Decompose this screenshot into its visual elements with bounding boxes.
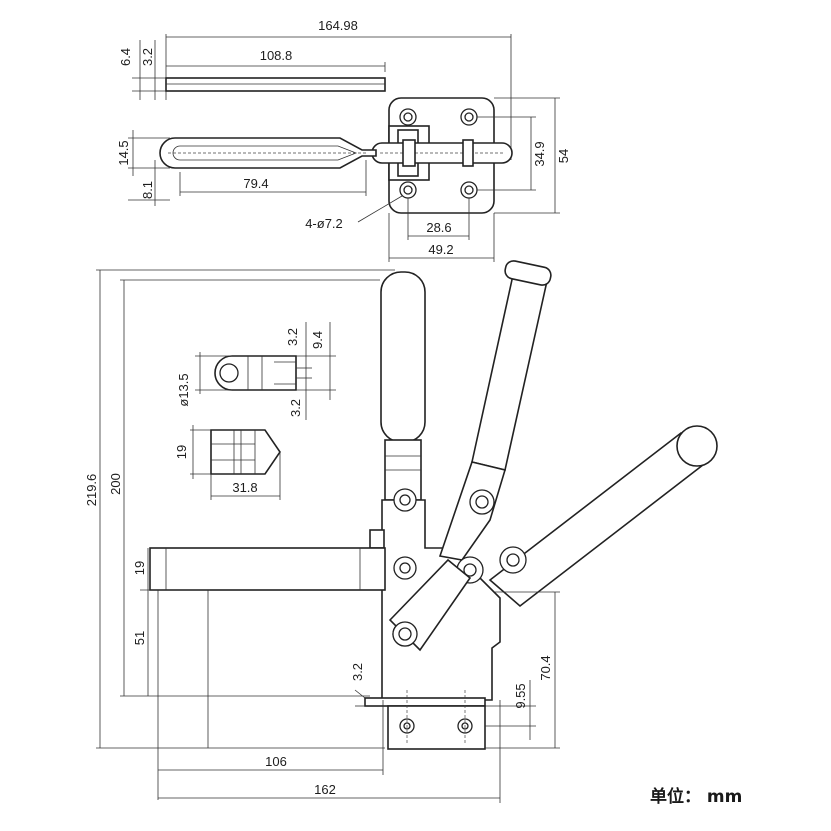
dim-arm-height: 19 bbox=[132, 561, 147, 575]
dim-reach-162: 162 bbox=[314, 782, 336, 797]
dim-hole-pitch-v: 34.9 bbox=[532, 141, 547, 166]
dim-detail-width: 9.4 bbox=[310, 331, 325, 349]
dim-pivot-height: 70.4 bbox=[538, 655, 553, 680]
dim-bar-thickness-a: 6.4 bbox=[118, 48, 133, 66]
top-view bbox=[128, 34, 560, 262]
unit-label: 单位： mm bbox=[650, 786, 742, 807]
dim-slot-length: 79.4 bbox=[243, 176, 268, 191]
dim-bar-thickness-b: 3.2 bbox=[140, 48, 155, 66]
dim-detail-diameter: ø13.5 bbox=[176, 373, 191, 406]
dim-base-offset: 9.55 bbox=[513, 683, 528, 708]
dim-base-height: 54 bbox=[556, 149, 571, 163]
dim-hole-spec: 4-ø7.2 bbox=[305, 216, 343, 231]
dim-base-plate: 3.2 bbox=[350, 663, 365, 681]
dim-base-width: 49.2 bbox=[428, 242, 453, 257]
dim-pad-length: 31.8 bbox=[232, 480, 257, 495]
dim-detail-thick-a: 3.2 bbox=[285, 328, 300, 346]
dim-pad-height: 19 bbox=[174, 445, 189, 459]
dim-slot-height: 14.5 bbox=[116, 140, 131, 165]
dim-reach-106: 106 bbox=[265, 754, 287, 769]
dim-overall-length: 164.98 bbox=[318, 18, 358, 33]
dim-arm-drop: 51 bbox=[132, 631, 147, 645]
dim-slot-offset: 8.1 bbox=[140, 181, 155, 199]
dim-detail-thick-b: 3.2 bbox=[288, 399, 303, 417]
dim-hole-pitch-h: 28.6 bbox=[426, 220, 451, 235]
side-view bbox=[96, 260, 718, 803]
dim-height-total: 219.6 bbox=[84, 474, 99, 507]
detail-views bbox=[190, 322, 336, 500]
dim-height-200: 200 bbox=[108, 473, 123, 495]
dim-bar-length: 108.8 bbox=[260, 48, 293, 63]
